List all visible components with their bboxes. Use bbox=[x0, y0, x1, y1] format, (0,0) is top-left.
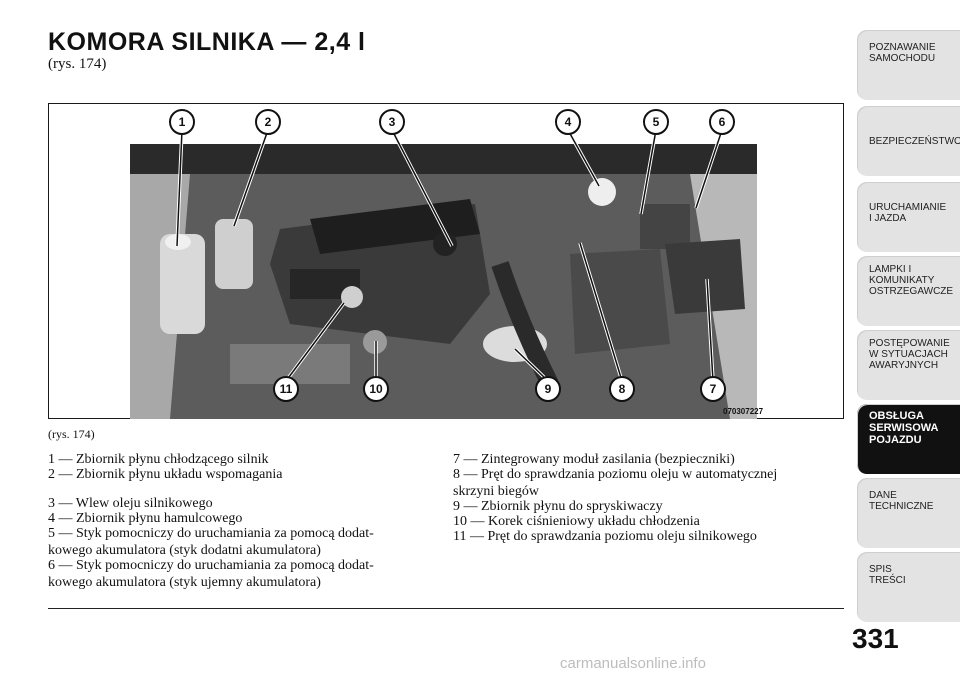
legend-item: 10 — Korek ciśnieniowy układu chłodzenia bbox=[453, 514, 700, 529]
tab-lampki-i-komunikaty[interactable]: LAMPKI I KOMUNIKATY OSTRZEGAWCZE bbox=[857, 256, 960, 326]
legend-item: 2 — Zbiornik płynu układu wspomagania bbox=[48, 467, 283, 482]
legend-item: kowego akumulatora (styk dodatni akumula… bbox=[48, 543, 321, 558]
tab-obsluga-serwisowa[interactable]: OBSŁUGA SERWISOWA POJAZDU bbox=[857, 404, 960, 474]
legend-item: 9 — Zbiornik płynu do spryskiwaczy bbox=[453, 499, 663, 514]
legend-item: 5 — Styk pomocniczy do uruchamiania za p… bbox=[48, 526, 374, 541]
tab-spis-tresci[interactable]: SPIS TREŚCI bbox=[857, 552, 960, 622]
legend-item: 8 — Pręt do sprawdzania poziomu oleju w … bbox=[453, 467, 778, 482]
figure-caption: (rys. 174) bbox=[48, 427, 95, 441]
legend-item: 1 — Zbiornik płynu chłodzącego silnik bbox=[48, 452, 269, 467]
legend-left-column: 1 — Zbiornik płynu chłodzącego silnik 2 … bbox=[48, 452, 440, 590]
legend-spacer bbox=[48, 482, 440, 496]
legend-right-column: 7 — Zintegrowany moduł zasilania (bezpie… bbox=[453, 452, 845, 544]
legend-item: 6 — Styk pomocniczy do uruchamiania za p… bbox=[48, 558, 374, 573]
legend-item: skrzyni biegów bbox=[453, 484, 539, 499]
tab-dane-techniczne[interactable]: DANE TECHNICZNE bbox=[857, 478, 960, 548]
tab-uruchamianie-i-jazda[interactable]: URUCHAMIANIE I JAZDA bbox=[857, 182, 960, 252]
legend-item: kowego akumulatora (styk ujemny akumulat… bbox=[48, 575, 321, 590]
legend-item: 3 — Wlew oleju silnikowego bbox=[48, 496, 213, 511]
figure-reference: (rys. 174) bbox=[48, 56, 107, 72]
legend-item: 4 — Zbiornik płynu hamulcowego bbox=[48, 511, 243, 526]
engine-bay-illustration bbox=[130, 144, 757, 419]
page-number: 331 bbox=[852, 623, 899, 654]
watermark: carmanualsonline.info bbox=[560, 655, 706, 672]
figure-code: 070307227 bbox=[723, 407, 764, 416]
page-title: KOMORA SILNIKA — 2,4 l bbox=[48, 28, 366, 56]
bottom-rule bbox=[48, 608, 844, 609]
tab-poznawanie-samochodu[interactable]: POZNAWANIE SAMOCHODU bbox=[857, 30, 960, 100]
tab-postepowanie-awaryjne[interactable]: POSTĘPOWANIE W SYTUACJACH AWARYJNYCH bbox=[857, 330, 960, 400]
tab-bezpieczenstwo[interactable]: BEZPIECZEŃSTWO bbox=[857, 106, 960, 176]
legend-item: 11 — Pręt do sprawdzania poziomu oleju s… bbox=[453, 529, 757, 544]
legend-item: 7 — Zintegrowany moduł zasilania (bezpie… bbox=[453, 452, 735, 467]
